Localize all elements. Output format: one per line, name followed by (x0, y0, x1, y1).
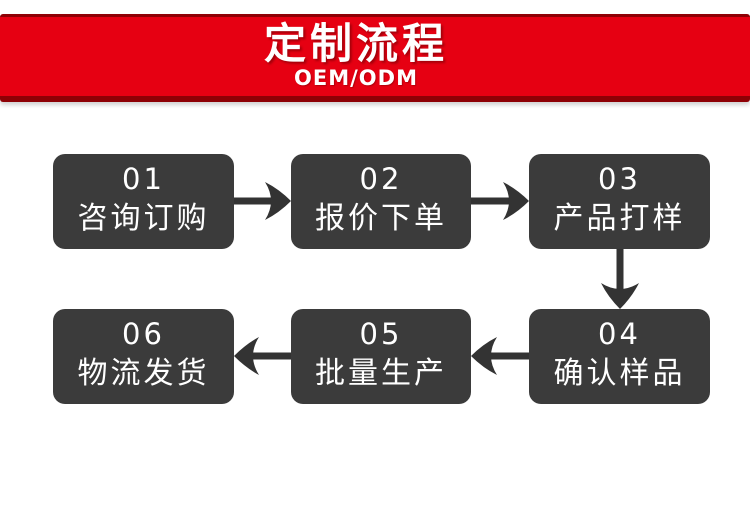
step-number: 03 (598, 162, 641, 196)
step-box-3: 03 产品打样 (529, 154, 710, 249)
banner-subtitle: OEM/ODM (294, 66, 418, 91)
step-label: 物流发货 (77, 355, 210, 391)
arrow-right-icon (471, 180, 529, 222)
arrow-left-icon (471, 335, 529, 377)
step-number: 05 (359, 317, 403, 351)
step-label: 报价下单 (315, 200, 447, 236)
banner: 定制流程 OEM/ODM (0, 14, 750, 102)
arrow-right-icon (234, 180, 291, 222)
step-box-2: 02 报价下单 (291, 154, 471, 249)
step-box-1: 01 咨询订购 (53, 154, 234, 249)
step-number: 04 (598, 317, 641, 351)
step-number: 02 (359, 162, 403, 196)
arrow-left-icon (234, 335, 291, 377)
step-label: 批量生产 (315, 355, 447, 391)
step-label: 产品打样 (553, 200, 686, 236)
step-label: 咨询订购 (77, 200, 210, 236)
step-box-6: 06 物流发货 (53, 309, 234, 404)
step-label: 确认样品 (553, 355, 686, 391)
step-number: 01 (122, 162, 165, 196)
page-title: 定制流程 (263, 19, 448, 68)
arrow-down-icon (599, 249, 641, 309)
step-box-4: 04 确认样品 (529, 309, 710, 404)
step-box-5: 05 批量生产 (291, 309, 471, 404)
step-number: 06 (122, 317, 165, 351)
